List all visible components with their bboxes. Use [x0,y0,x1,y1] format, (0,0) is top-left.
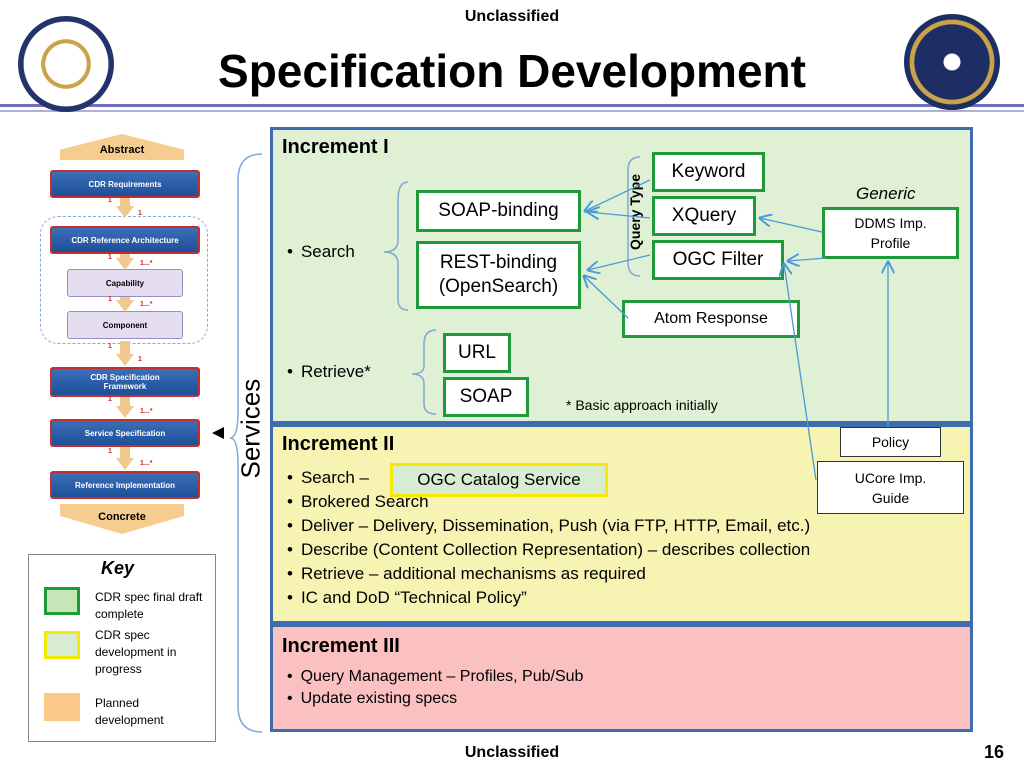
url-box: URL [443,333,511,373]
multiplicity-label: 1...* [140,260,153,267]
ogc-filter-box: OGC Filter [652,240,784,280]
ddms-profile-box: DDMS Imp. Profile [822,207,959,259]
flow-arrow-icon [116,300,134,312]
generic-label: Generic [856,184,916,203]
increment-3-bullets: Query Management – Profiles, Pub/Sub Upd… [287,666,927,710]
atom-response-box: Atom Response [622,300,800,338]
flow-arrow-icon [116,354,134,366]
inc3-bullet-update: Update existing specs [287,688,927,710]
key-label-planned: Planned development [95,696,164,727]
key-label-final: CDR spec final draft complete [95,590,203,621]
xquery-box: XQuery [652,196,756,236]
inc2-bullet-deliver: Deliver – Delivery, Dissemination, Push … [287,514,947,538]
increment-2-title: Increment II [282,433,395,455]
flow-box-capability: Capability [67,269,183,297]
increment-1-title: Increment I [282,136,389,158]
multiplicity-label: 1 [138,356,142,363]
flow-arrow-shaft [120,447,130,459]
flow-box-service-specification: Service Specification [50,419,200,447]
services-pointer-icon [212,427,224,439]
increment-3-title: Increment III [282,635,400,657]
key-title: Key [101,558,135,578]
multiplicity-label: 1 [138,210,142,217]
increment-1-panel [270,127,973,424]
multiplicity-label: 1 [108,254,112,261]
key-swatch-final [44,587,80,615]
concrete-label: Concrete [98,511,146,523]
inc2-bullet-retrieve: Retrieve – additional mechanisms as requ… [287,562,947,586]
inc2-bullet-search: Search – [287,466,947,490]
flow-arrow-icon [116,206,134,218]
flow-arrow-icon [116,258,134,270]
key-swatch-progress [44,631,80,659]
agency-seal-icon [904,14,1000,110]
multiplicity-label: 1...* [140,408,153,415]
flow-arrow-shaft [120,254,130,258]
services-brace [229,153,263,733]
keyword-box: Keyword [652,152,765,192]
soap-binding-box: SOAP-binding [416,190,581,232]
multiplicity-label: 1 [108,448,112,455]
retrieve-bullet: Retrieve* [287,360,371,384]
dod-seal-icon [18,16,114,112]
flow-box-cdr-specification-framework: CDR Specification Framework [50,367,200,397]
inc2-bullet-policy: IC and DoD “Technical Policy” [287,586,947,610]
abstract-label: Abstract [99,144,145,156]
multiplicity-label: 1 [108,343,112,350]
header-rule [0,104,1024,107]
inc2-bullet-describe: Describe (Content Collection Representat… [287,538,947,562]
basic-approach-note: * Basic approach initially [566,397,718,413]
header-rule-thin [0,110,1024,112]
flow-box-cdr-requirements: CDR Requirements [50,170,200,198]
multiplicity-label: 1 [108,396,112,403]
inc3-bullet-query-mgmt: Query Management – Profiles, Pub/Sub [287,666,927,688]
flow-arrow-icon [116,406,134,418]
key-label-progress: CDR spec development in progress [95,628,177,676]
flow-arrow-shaft [120,198,130,206]
flow-box-cdr-reference-architecture: CDR Reference Architecture [50,226,200,254]
flow-arrow-shaft [120,297,130,301]
classification-bottom: Unclassified [464,744,560,761]
policy-box: Policy [840,427,941,457]
page-title: Specification Development [218,45,806,97]
flow-arrow-shaft [120,341,130,354]
key-swatch-planned [44,693,80,721]
multiplicity-label: 1 [108,296,112,303]
rest-binding-box: REST-binding (OpenSearch) [416,241,581,309]
soap-box: SOAP [443,377,529,417]
search-bullet: Search [287,240,355,264]
flow-arrow-shaft [120,397,130,407]
ogc-catalog-service-box: OGC Catalog Service [390,463,608,497]
multiplicity-label: 1 [108,197,112,204]
legend-key: Key CDR spec final draft complete CDR sp… [28,554,216,742]
multiplicity-label: 1...* [140,301,153,308]
multiplicity-label: 1...* [140,460,153,467]
flow-box-reference-implementation: Reference Implementation [50,471,200,499]
flow-arrow-icon [116,458,134,470]
page-number: 16 [984,742,1005,762]
classification-top: Unclassified [464,8,560,25]
